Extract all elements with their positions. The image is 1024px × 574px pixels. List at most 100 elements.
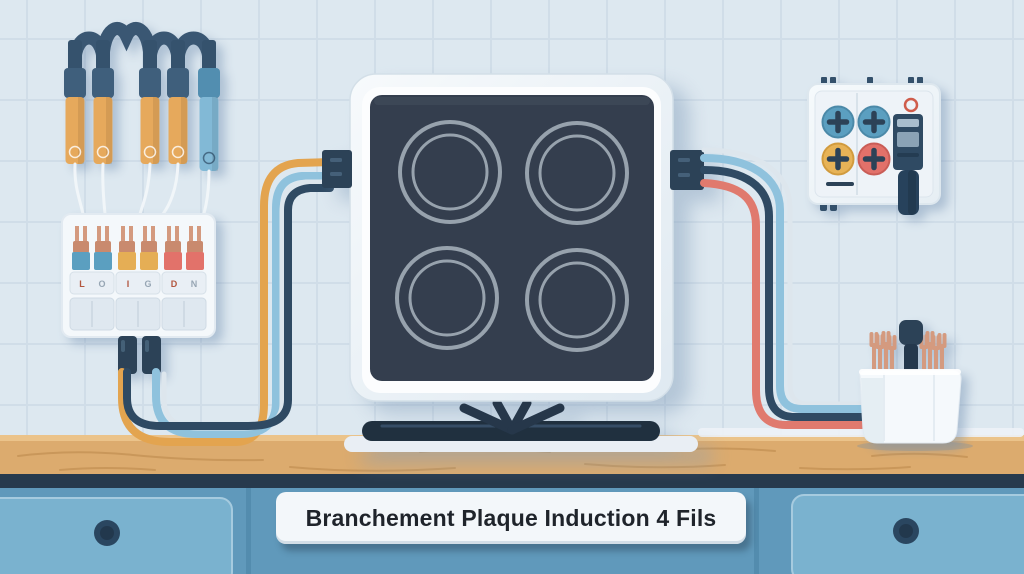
wire-fork	[189, 226, 193, 242]
plug-cap	[167, 68, 189, 98]
panel-marking	[826, 182, 854, 186]
cable-gray	[701, 147, 863, 407]
gland-highlight	[121, 340, 125, 352]
plug-3	[139, 40, 161, 164]
plug-cap	[92, 68, 114, 98]
screw-red	[857, 142, 891, 176]
burner-bottom-left	[395, 246, 499, 350]
plug-body	[65, 97, 85, 164]
screw-blue-2	[857, 105, 891, 139]
wire-fork	[121, 226, 125, 242]
voltage-tester	[893, 114, 923, 215]
cable-red	[700, 179, 868, 429]
terminal-group-red: D N	[161, 226, 207, 331]
connector-arcs	[68, 22, 216, 69]
plug-marking	[171, 145, 185, 159]
tester-handle-shade	[908, 170, 916, 215]
terminal-label: D	[171, 279, 178, 289]
plug-leads	[73, 162, 211, 234]
plug-marking	[202, 151, 216, 165]
wire-sleeve	[187, 241, 203, 253]
hob-connector-left	[322, 150, 352, 188]
plug-body-shade	[153, 97, 159, 164]
terminal-group-blue: L O	[69, 226, 115, 331]
terminal	[140, 252, 158, 270]
wire-fork	[105, 226, 109, 242]
plug-4	[167, 40, 189, 164]
plug-5-blue	[198, 40, 220, 171]
plug-stem	[171, 40, 185, 74]
cabinet-seam-right	[754, 488, 759, 574]
hob-glass	[370, 95, 654, 381]
caption-plate: Branchement Plaque Induction 4 Fils	[276, 492, 746, 544]
plug-stem	[202, 40, 216, 74]
right-cable-bundle	[700, 147, 868, 429]
plug-body-shade	[181, 97, 187, 164]
wire-fork	[143, 226, 147, 242]
burner-top-left	[398, 120, 502, 224]
wire-fork	[97, 226, 101, 242]
plug-stem	[96, 40, 110, 74]
connector-mark	[330, 158, 342, 162]
cabinet-seam-left	[246, 488, 251, 574]
terminal-block: L O I G	[61, 213, 216, 374]
gland-highlight	[145, 340, 149, 352]
indicator-ring	[903, 97, 919, 113]
plug-marking	[68, 145, 82, 159]
terminal-label: I	[127, 279, 130, 289]
plug-cap	[64, 68, 86, 98]
wire-sleeve	[141, 241, 157, 253]
plug-body-shade	[106, 97, 112, 164]
glass-highlight	[374, 97, 650, 105]
caption-text: Branchement Plaque Induction 4 Fils	[305, 504, 717, 531]
plug-body-shade	[212, 97, 218, 171]
plug-marking	[143, 145, 157, 159]
plug-body	[199, 97, 219, 171]
label-strip	[161, 271, 207, 295]
tool-cup	[859, 320, 962, 444]
cup-side-shade	[861, 378, 884, 443]
wire-sleeve	[165, 241, 181, 253]
terminal-group-yellow: I G	[115, 226, 161, 331]
tester-screen	[897, 132, 919, 147]
drawer-knob-left-center	[100, 526, 114, 540]
wire-sleeve	[95, 241, 111, 253]
label-strip	[69, 271, 115, 295]
plug-body	[93, 97, 113, 164]
wire-fork	[167, 226, 171, 242]
cup-rim	[859, 369, 961, 375]
plug-stem	[143, 40, 157, 74]
burner-bottom-right	[525, 248, 629, 352]
plug-stem	[68, 40, 82, 74]
terminal	[72, 252, 90, 270]
plug-marking	[96, 145, 110, 159]
plug-body	[140, 97, 160, 164]
drawer-knob-right-center	[899, 524, 913, 538]
burner-top-right	[525, 121, 629, 225]
plug-2	[92, 40, 114, 164]
cable-navy	[700, 166, 868, 421]
terminal-label: O	[98, 279, 105, 289]
terminal	[164, 252, 182, 270]
screw-blue-1	[821, 105, 855, 139]
induction-hob	[322, 73, 704, 452]
plug-cap	[139, 68, 161, 98]
wire-fork	[83, 226, 87, 242]
wire-sleeve	[73, 241, 89, 253]
label-strip	[115, 271, 161, 295]
cable-navy	[123, 184, 334, 430]
wire-fork	[197, 226, 201, 242]
terminal	[94, 252, 112, 270]
terminal	[118, 252, 136, 270]
tester-handle	[898, 170, 919, 215]
screwdriver-cap	[899, 320, 923, 345]
plug-cap	[198, 68, 220, 98]
wire-fork	[175, 226, 179, 242]
terminal	[186, 252, 204, 270]
plug-body	[168, 97, 188, 164]
connector-mark	[678, 173, 690, 177]
left-cable-bundle	[118, 158, 336, 446]
screw-yellow	[821, 142, 855, 176]
stand-legs	[459, 398, 565, 435]
